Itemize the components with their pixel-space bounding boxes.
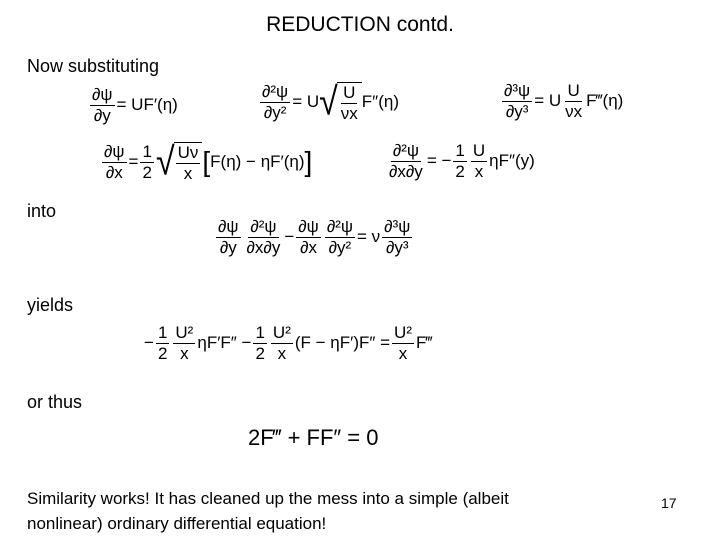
page-number: 17 bbox=[661, 495, 677, 511]
eq-final: 2F‴ + FF″ = 0 bbox=[248, 425, 379, 450]
eq-momentum: ∂ψ∂y ∂²ψ∂x∂y − ∂ψ∂x ∂²ψ∂y² = ν ∂³ψ∂y³ bbox=[216, 217, 413, 257]
footer-line-1: Similarity works! It has cleaned up the … bbox=[27, 489, 509, 508]
label-into: into bbox=[27, 201, 57, 221]
slide-title: REDUCTION contd. bbox=[266, 13, 454, 36]
footer-line-2: nonlinear) ordinary differential equatio… bbox=[27, 514, 327, 533]
eq-dpsi-dy: ∂ψ∂y = UF′(η) bbox=[90, 85, 178, 125]
label-or-thus: or thus bbox=[27, 392, 83, 412]
label-now-substituting: Now substituting bbox=[27, 56, 160, 76]
footer-text: Similarity works! It has cleaned up the … bbox=[27, 486, 509, 536]
label-yields: yields bbox=[27, 295, 74, 315]
